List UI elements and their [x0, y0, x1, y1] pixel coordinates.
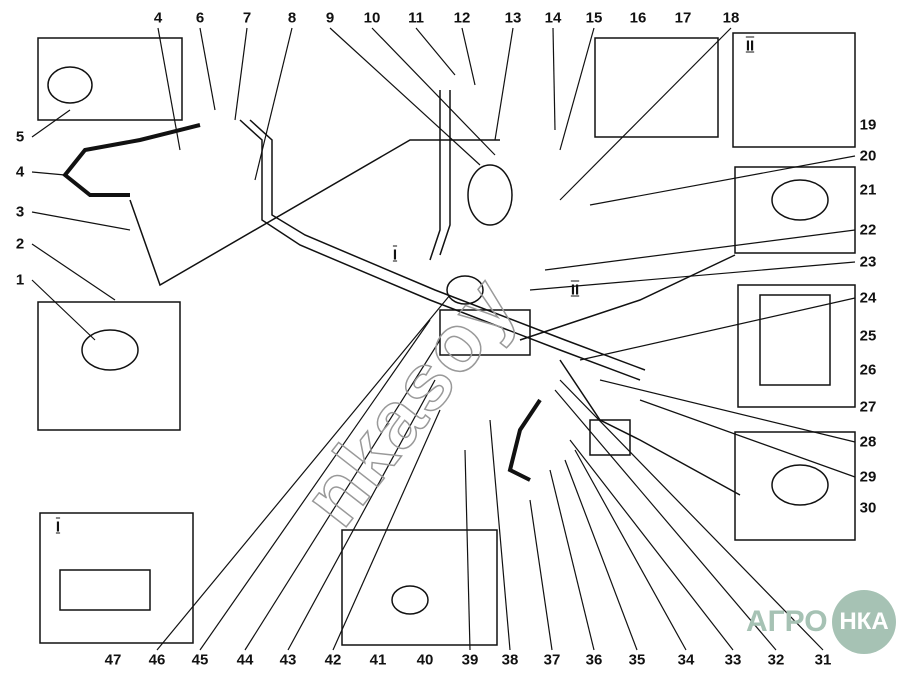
pipe-right: [519, 254, 736, 341]
logo-text-left: АГРО: [746, 605, 828, 638]
callout-label: 40: [416, 651, 434, 669]
inset-box-view-ii: [732, 32, 856, 148]
callout-label: 3: [15, 203, 25, 221]
pipe-down: [559, 359, 741, 496]
callout-label: 21: [859, 181, 877, 199]
callout-label: 14: [544, 9, 562, 27]
callout-label: 18: [722, 9, 740, 27]
fitting-21: [771, 179, 829, 221]
distributor-block: [439, 309, 531, 356]
inset-marker-i: I: [55, 518, 61, 536]
callout-label: 4: [15, 163, 25, 181]
inset-box-39-41: [341, 529, 498, 646]
inset-box-fittings-1: [37, 301, 181, 431]
pipe-vertical: [429, 90, 441, 261]
callout-label: 1: [15, 271, 25, 289]
callout-label: 6: [195, 9, 205, 27]
callout-label: 26: [859, 361, 877, 379]
block-25: [759, 294, 831, 386]
pipe-main-diagonal: [239, 119, 641, 381]
leader-lines: [31, 27, 856, 651]
callout-label: 23: [859, 253, 877, 271]
logo-text-right: НКА: [839, 608, 889, 635]
callout-label: 35: [628, 651, 646, 669]
callout-label: 38: [501, 651, 519, 669]
callout-label: 13: [504, 9, 522, 27]
callout-label: 31: [814, 651, 832, 669]
clamp-47: [59, 569, 151, 611]
callout-label: 2: [15, 235, 25, 253]
fitting-30: [771, 464, 829, 506]
callout-label: 45: [191, 651, 209, 669]
callout-label: 37: [543, 651, 561, 669]
callout-label: 33: [724, 651, 742, 669]
callout-label: 36: [585, 651, 603, 669]
pipe-to-left: [129, 139, 500, 287]
callout-label: 27: [859, 398, 877, 416]
callout-label: 47: [104, 651, 122, 669]
logo-circle: НКА: [832, 590, 896, 654]
callout-label: 34: [677, 651, 695, 669]
callout-label: 22: [859, 221, 877, 239]
callout-label: 12: [453, 9, 471, 27]
inset-box-16-17: [594, 37, 719, 138]
callout-label: 42: [324, 651, 342, 669]
filter-component: [467, 164, 513, 226]
callout-label: 15: [585, 9, 603, 27]
view-marker-ii: II: [570, 281, 580, 299]
callout-label: 39: [461, 651, 479, 669]
callout-label: 43: [279, 651, 297, 669]
hose: [62, 123, 201, 197]
inset-box-24-27: [737, 284, 856, 408]
view-marker-i: I: [392, 246, 398, 264]
callout-label: 44: [236, 651, 254, 669]
callout-label: 24: [859, 289, 877, 307]
callout-label: 30: [859, 499, 877, 517]
fitting-40: [391, 585, 429, 615]
callout-label: 46: [148, 651, 166, 669]
callout-label: 4: [153, 9, 163, 27]
callout-label: 29: [859, 468, 877, 486]
callout-label: 11: [408, 9, 424, 27]
callout-label: 9: [325, 9, 335, 27]
callout-label: 28: [859, 433, 877, 451]
callout-label: 41: [369, 651, 387, 669]
inset-box-view-i: [39, 512, 194, 644]
inset-box-fittings-5: [37, 37, 183, 121]
callout-label: 10: [363, 9, 381, 27]
callout-label: 17: [674, 9, 692, 27]
inset-marker-ii: II: [745, 37, 755, 55]
pipe-vertical-2: [439, 90, 451, 256]
fitting-1: [81, 329, 139, 371]
hose-2: [507, 398, 542, 482]
callout-label: 16: [629, 9, 647, 27]
callout-label: 19: [859, 116, 877, 134]
inset-box-29-30: [734, 431, 856, 541]
callout-label: 7: [242, 9, 252, 27]
agronka-logo: АГРО НКА: [746, 590, 896, 656]
pipe-main-diagonal-2: [249, 119, 646, 371]
valve-component: [446, 275, 484, 305]
callout-label: 20: [859, 147, 877, 165]
callout-label: 8: [287, 9, 297, 27]
callout-label: 5: [15, 128, 25, 146]
callout-label: 25: [859, 327, 877, 345]
callout-label: 32: [767, 651, 785, 669]
fitting-5: [47, 66, 93, 104]
